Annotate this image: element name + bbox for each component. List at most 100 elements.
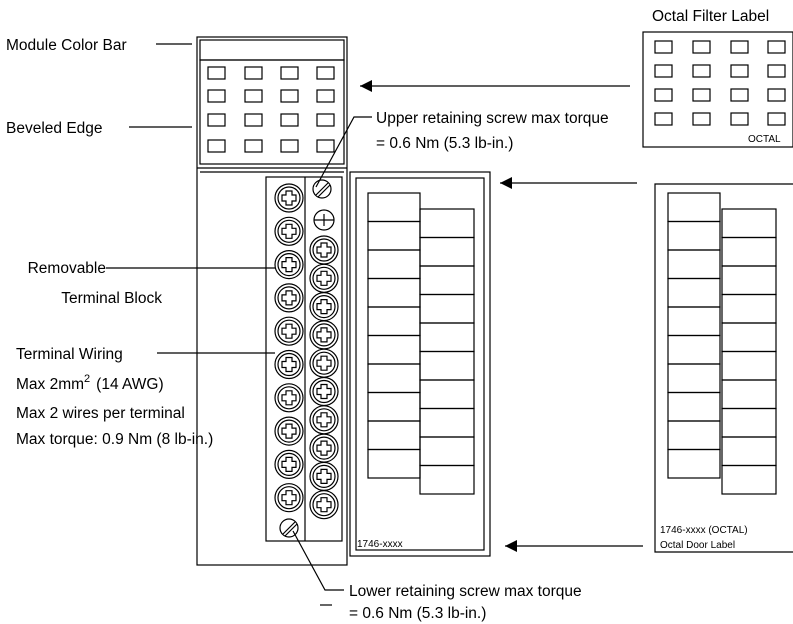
terminal-screw[interactable]	[313, 209, 335, 231]
upper-screw-torque-line1: Upper retaining screw max torque	[376, 110, 609, 127]
door-label-right-cell	[419, 379, 475, 410]
module-outline	[196, 36, 348, 566]
terminal-screw[interactable]	[274, 183, 304, 213]
wiring-max-size-suffix: (14 AWG)	[96, 376, 163, 393]
led-panel	[199, 59, 345, 165]
octal-door-left-cell	[667, 448, 721, 479]
led-indicator	[316, 113, 335, 127]
terminal-screw[interactable]	[309, 405, 339, 435]
module-body	[196, 36, 348, 566]
terminal-screw[interactable]	[309, 376, 339, 407]
door-label-left-cell	[367, 363, 421, 394]
terminal-screw[interactable]	[274, 250, 304, 280]
octal-door-right-cell	[721, 265, 777, 296]
octal-filter-cell	[730, 64, 749, 78]
octal-door-left-cell	[667, 363, 721, 394]
removable-terminal-block	[265, 176, 343, 542]
octal-filter-cell	[730, 112, 749, 126]
octal-door-right-cell	[721, 464, 777, 495]
octal-door-grid	[667, 192, 777, 495]
lower-screw-torque-line2: = 0.6 Nm (5.3 lb-in.)	[349, 605, 486, 622]
door-label	[349, 171, 491, 557]
octal-filter-cell	[654, 112, 673, 126]
terminal-screw[interactable]	[274, 283, 304, 313]
octal-door-left-cell	[667, 192, 721, 223]
terminal-screw[interactable]	[274, 383, 304, 413]
door-label-right-cell	[419, 265, 475, 296]
wiring-max-size-superscript: 2	[84, 373, 90, 385]
terminal-screw[interactable]	[309, 490, 339, 520]
terminal-screw[interactable]	[309, 292, 339, 322]
terminal-block-frame	[265, 176, 343, 542]
terminal-screw[interactable]	[309, 263, 339, 293]
terminal-screw[interactable]	[274, 416, 304, 446]
door-label-left-cell	[367, 448, 421, 479]
octal-door-right-cell	[721, 293, 777, 324]
terminal-screw[interactable]	[309, 320, 339, 350]
octal-door-right-cell	[721, 436, 777, 467]
octal-door-left-cell	[667, 277, 721, 308]
octal-filter-cell	[767, 40, 786, 54]
octal-door-right-cell	[721, 236, 777, 267]
octal-door-left-cell	[667, 420, 721, 451]
octal-door-left-cell	[667, 334, 721, 365]
terminal-screw[interactable]	[274, 349, 304, 380]
terminal-screw[interactable]	[274, 216, 304, 246]
terminal-screw[interactable]	[309, 461, 339, 491]
led-indicator	[316, 139, 335, 153]
door-label-left-cell	[367, 420, 421, 451]
led-indicator	[280, 113, 299, 127]
led-indicator	[207, 66, 226, 80]
octal-filter-cell	[730, 88, 749, 102]
octal-door-part-number: 1746-xxxx (OCTAL)	[660, 525, 748, 536]
octal-door-left-cell	[667, 220, 721, 251]
door-label-right-cell	[419, 436, 475, 467]
octal-filter-cell	[654, 40, 673, 54]
lower-screw-torque-line1: Lower retaining screw max torque	[349, 583, 582, 600]
wiring-max-torque: Max torque: 0.9 Nm (8 lb-in.)	[16, 431, 213, 448]
beveled-edge-label: Beveled Edge	[6, 120, 103, 137]
led-indicator	[207, 113, 226, 127]
octal-door-left-cell	[667, 306, 721, 337]
octal-door-left-cell	[667, 249, 721, 280]
octal-filter-cell	[730, 40, 749, 54]
arrows	[360, 80, 643, 552]
octal-filter-grid	[654, 40, 786, 126]
terminal-screw[interactable]	[309, 348, 339, 378]
wiring-max-size-prefix: Max 2mm	[16, 376, 84, 393]
led-indicator	[244, 66, 263, 80]
terminal-screw[interactable]	[274, 449, 304, 479]
octal-door-label	[654, 183, 793, 553]
door-label-right-cell	[419, 322, 475, 353]
octal-door-right-cell	[721, 208, 777, 239]
leader-lines	[106, 43, 372, 606]
door-label-grid	[367, 192, 475, 495]
octal-filter-outline	[642, 31, 793, 148]
terminal-screw[interactable]	[309, 433, 339, 463]
terminal-screw[interactable]	[309, 235, 339, 265]
door-label-right-cell	[419, 236, 475, 267]
lower-retaining-screw[interactable]	[279, 518, 299, 538]
octal-filter-cell	[654, 64, 673, 78]
door-label-left-cell	[367, 277, 421, 308]
upper-retaining-screw[interactable]	[312, 179, 332, 199]
door-label-left-cell	[367, 220, 421, 251]
octal-filter-cell	[767, 112, 786, 126]
terminal-screw[interactable]	[274, 483, 304, 513]
upper-screw-leader	[315, 116, 372, 188]
octal-door-label-caption: Octal Door Label	[660, 540, 735, 551]
door-label-part-number: 1746-xxxx	[357, 539, 403, 550]
door-label-left-cell	[367, 334, 421, 365]
led-grid	[207, 66, 335, 153]
led-indicator	[207, 89, 226, 103]
terminal-screw[interactable]	[274, 316, 304, 346]
octal-filter-cell	[692, 112, 711, 126]
wiring-max-size: Max 2mm2 (14 AWG)	[16, 373, 164, 393]
octal-door-right-cell	[721, 350, 777, 381]
led-indicator	[244, 139, 263, 153]
led-indicator	[244, 113, 263, 127]
door-label-left-cell	[367, 391, 421, 422]
door-label-right-cell	[419, 208, 475, 239]
door-label-right-cell	[419, 293, 475, 324]
